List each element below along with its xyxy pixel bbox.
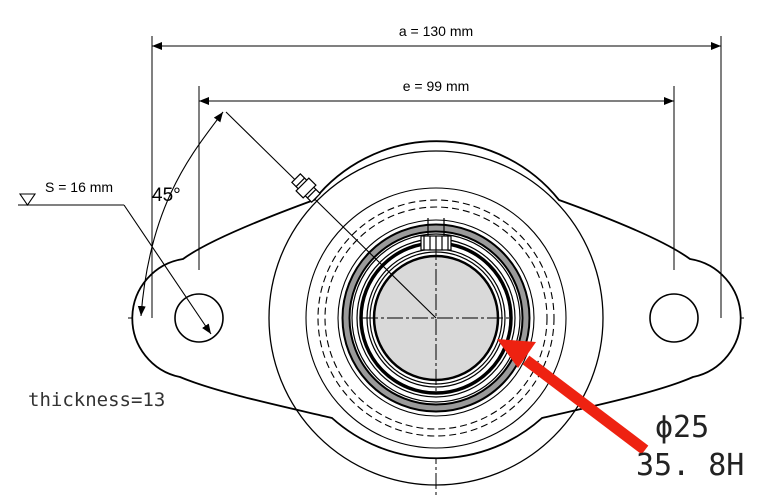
bolt-size-label: S = 16 mm <box>45 179 113 195</box>
grease-fitting-icon <box>291 173 321 203</box>
housing-rings <box>268 150 604 486</box>
bolt-size-leader <box>18 193 212 335</box>
bore-diameter-label: ϕ25 <box>655 410 709 445</box>
thickness-label: thickness=13 <box>28 389 165 411</box>
right-bolt-hole <box>649 293 699 343</box>
height-label: 35. 8H <box>636 448 744 483</box>
angle-arc <box>137 111 224 317</box>
red-arrow-icon <box>497 339 649 455</box>
dimension-a-label: a = 130 mm <box>399 23 473 39</box>
diagonal-line <box>225 111 437 319</box>
angle-label: 45° <box>152 185 181 206</box>
dimension-e-label: e = 99 mm <box>403 78 470 94</box>
set-screw <box>420 218 452 251</box>
